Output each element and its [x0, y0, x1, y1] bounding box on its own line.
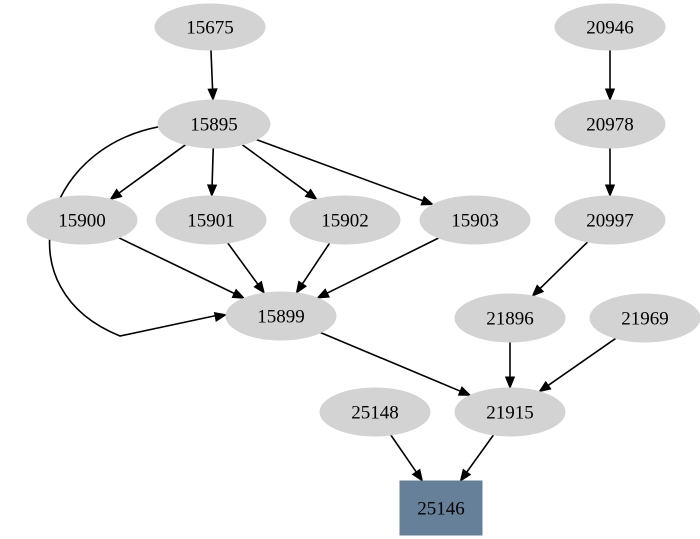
- edge-20978-to-20997: [604, 148, 616, 198]
- edge-15903-to-15899: [316, 237, 439, 299]
- edge-arrowhead: [207, 88, 218, 102]
- edge-15675-to-15895: [207, 49, 218, 102]
- edge-15901-to-15899: [227, 242, 266, 295]
- edge-15895-to-15903: [256, 138, 435, 206]
- node-shape-ellipse[interactable]: [454, 293, 566, 343]
- node-shape-ellipse[interactable]: [157, 99, 271, 149]
- edge-15902-to-15899: [295, 242, 331, 295]
- edge-15900-to-15899: [118, 237, 246, 299]
- edge-line: [547, 337, 617, 387]
- node-shape-ellipse[interactable]: [289, 195, 401, 245]
- graph-node-25146[interactable]: 25146: [399, 480, 483, 536]
- edge-arrowhead: [538, 380, 552, 393]
- edge-arrowhead: [206, 184, 218, 198]
- node-shape-ellipse[interactable]: [154, 3, 266, 51]
- node-shape-ellipse[interactable]: [26, 195, 138, 245]
- edge-21969-to-21915: [538, 337, 617, 393]
- edge-line: [118, 237, 235, 295]
- node-shape-ellipse[interactable]: [225, 291, 337, 341]
- edge-15899-to-21915: [320, 331, 472, 396]
- edge-line: [539, 241, 589, 290]
- edge-arrowhead: [459, 468, 472, 483]
- edge-arrowhead: [504, 376, 516, 390]
- edge-15895-to-15902: [241, 144, 318, 201]
- edge-line: [301, 242, 331, 285]
- graph-node-25148[interactable]: 25148: [319, 387, 431, 437]
- graph-node-20978[interactable]: 20978: [554, 99, 666, 149]
- graph-node-20997[interactable]: 20997: [554, 195, 666, 245]
- edge-arrowhead: [304, 188, 318, 201]
- edge-arrowhead: [109, 188, 123, 201]
- edge-arrowhead: [531, 284, 545, 298]
- edge-21915-to-25146: [459, 434, 495, 483]
- edge-line: [118, 144, 187, 194]
- edge-arrowhead: [231, 288, 246, 299]
- edge-arrowhead: [604, 88, 616, 102]
- nodes-layer: 15675 15895 15900 15901 15902 15903 20946 20978…: [26, 3, 700, 536]
- edge-25148-to-25146: [390, 434, 424, 483]
- edge-arrowhead: [213, 311, 228, 323]
- edge-line: [241, 144, 309, 194]
- node-shape-ellipse[interactable]: [319, 387, 431, 437]
- graph-node-21969[interactable]: 21969: [589, 293, 700, 343]
- edge-line: [465, 434, 495, 473]
- graph-node-15902[interactable]: 15902: [289, 195, 401, 245]
- graph-node-21896[interactable]: 21896: [454, 293, 566, 343]
- graph-node-15899[interactable]: 15899: [225, 291, 337, 341]
- node-shape-ellipse[interactable]: [419, 195, 531, 245]
- graph-node-15900[interactable]: 15900: [26, 195, 138, 245]
- edge-line: [227, 242, 259, 286]
- edge-arrowhead: [316, 288, 330, 299]
- edge-arrowhead: [295, 280, 308, 295]
- graph-node-20946[interactable]: 20946: [554, 3, 666, 51]
- node-shape-ellipse[interactable]: [554, 99, 666, 149]
- edge-15895-to-15900: [109, 144, 187, 201]
- edge-arrowhead: [457, 386, 472, 396]
- edge-20997-to-21896: [531, 241, 589, 298]
- graph-node-15901[interactable]: 15901: [155, 195, 267, 245]
- edge-arrowhead: [411, 468, 424, 483]
- edges-layer: [48, 49, 617, 483]
- edge-line: [256, 138, 424, 202]
- edge-line: [390, 434, 418, 473]
- node-shape-ellipse[interactable]: [589, 293, 700, 343]
- edge-arrowhead: [604, 184, 616, 198]
- edge-line: [326, 237, 439, 295]
- graph-node-15895[interactable]: 15895: [157, 99, 271, 149]
- graph-node-15903[interactable]: 15903: [419, 195, 531, 245]
- edge-arrowhead: [253, 280, 266, 295]
- node-shape-ellipse[interactable]: [554, 195, 666, 245]
- edge-20946-to-20978: [604, 50, 616, 102]
- graph-node-21915[interactable]: 21915: [454, 387, 566, 437]
- graph-node-15675[interactable]: 15675: [154, 3, 266, 51]
- node-shape-ellipse[interactable]: [155, 195, 267, 245]
- edge-line: [320, 331, 461, 393]
- edge-line: [211, 147, 215, 186]
- edge-line: [210, 49, 214, 90]
- edge-arrowhead: [420, 195, 435, 206]
- node-shape-ellipse[interactable]: [554, 3, 666, 51]
- node-shape-ellipse[interactable]: [454, 387, 566, 437]
- edge-21896-to-21915: [504, 342, 516, 390]
- edge-15895-to-15901: [206, 147, 218, 198]
- node-shape-rect[interactable]: [399, 480, 483, 536]
